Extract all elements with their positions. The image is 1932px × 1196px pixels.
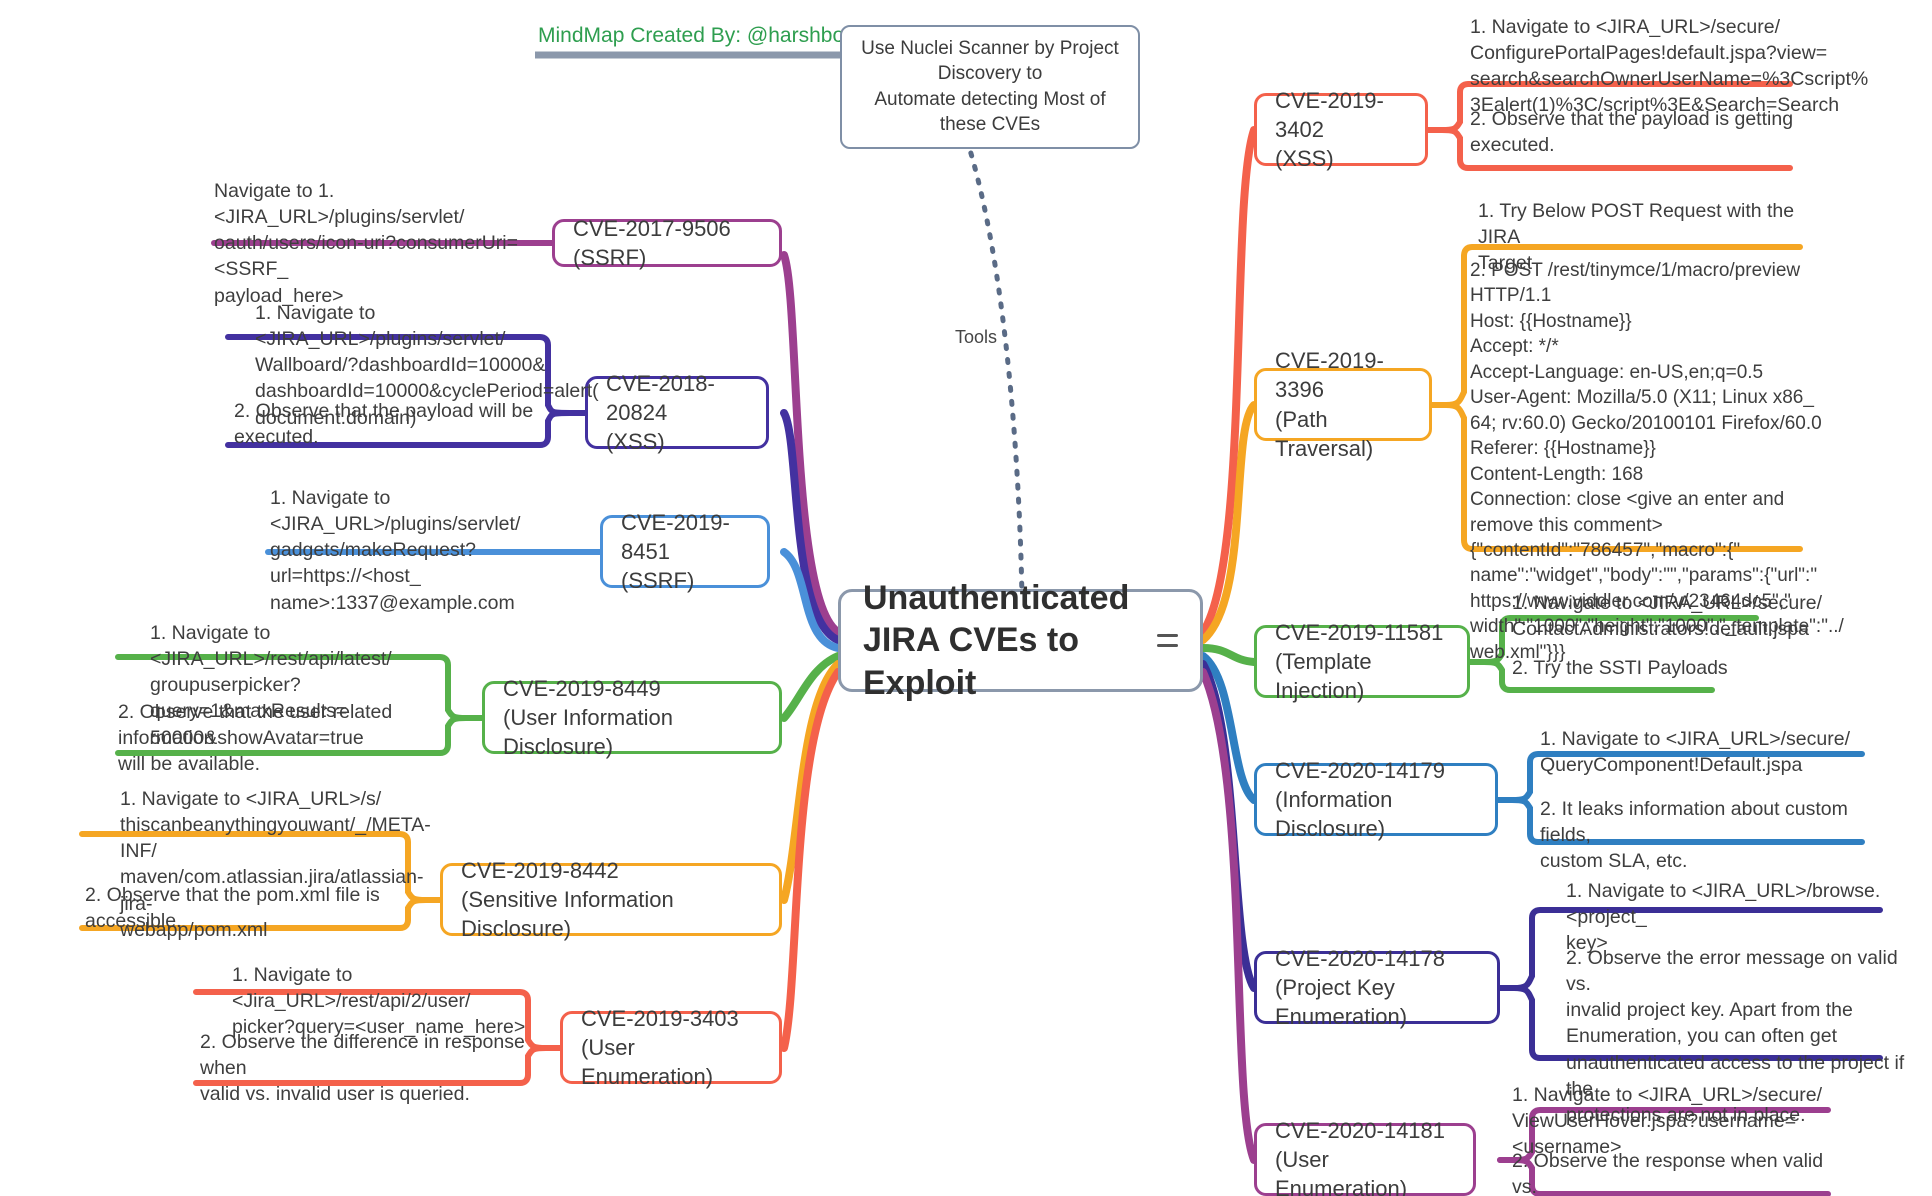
detail-cve-2020-14181-1: 1. Navigate to <JIRA_URL>/secure/ ViewUs… bbox=[1512, 1084, 1822, 1159]
node-cve-2017-9506[interactable]: CVE-2017-9506 (SSRF) bbox=[552, 216, 782, 270]
node-title: CVE-2019-3402 (XSS) bbox=[1275, 87, 1384, 172]
detail-cve-2019-3403-1: 1. Navigate to <Jira_URL>/rest/api/2/use… bbox=[232, 964, 526, 1039]
detail-cve-2019-11581-1: 1. Navigate to <JIRA_URL>/secure/ Contac… bbox=[1512, 592, 1822, 641]
detail-cve-2019-3402-2: 2. Observe that the payload is getting e… bbox=[1470, 108, 1794, 157]
detail-cve-2018-20824-1: 1. Navigate to <JIRA_URL>/plugins/servle… bbox=[255, 302, 599, 429]
node-cve-2019-3403[interactable]: CVE-2019-3403 (User Enumeration) bbox=[560, 1006, 782, 1089]
detail-cve-2019-3396-1: 1. Try Below POST Request with the JIRA … bbox=[1478, 200, 1795, 275]
detail-cve-2019-3403-2: 2. Observe the difference in response wh… bbox=[200, 1031, 525, 1106]
detail-cve-2020-14178-1: 1. Navigate to <JIRA_URL>/browse.<projec… bbox=[1566, 880, 1881, 955]
node-title: CVE-2020-14178 (Project Key Enumeration) bbox=[1275, 945, 1446, 1030]
detail-cve-2019-8451-1: 1. Navigate to <JIRA_URL>/plugins/servle… bbox=[270, 487, 521, 614]
node-cve-2018-20824[interactable]: CVE-2018-20824 (XSS) bbox=[585, 371, 769, 454]
tools-note-box: Use Nuclei Scanner by Project Discovery … bbox=[840, 25, 1140, 149]
node-cve-2019-8442[interactable]: CVE-2019-8442 (Sensitive Information Dis… bbox=[440, 858, 782, 941]
detail-cve-2020-14178-2: 2. Observe the error message on valid vs… bbox=[1566, 947, 1905, 1126]
detail-cve-2017-9506-1: Navigate to 1. <JIRA_URL>/plugins/servle… bbox=[214, 180, 519, 307]
root-node[interactable]: Unauthenticated JIRA CVEs to Exploit bbox=[838, 579, 1203, 702]
root-node-title: Unauthenticated JIRA CVEs to Exploit bbox=[863, 578, 1130, 702]
node-title: CVE-2019-8451 (SSRF) bbox=[621, 509, 730, 594]
node-cve-2019-3402[interactable]: CVE-2019-3402 (XSS) bbox=[1254, 88, 1428, 171]
detail-cve-2020-14179-1: 1. Navigate to <JIRA_URL>/secure/ QueryC… bbox=[1540, 728, 1850, 777]
node-title: CVE-2019-8442 (Sensitive Information Dis… bbox=[461, 857, 674, 942]
node-title: CVE-2019-8449 (User Information Disclosu… bbox=[503, 675, 673, 760]
tools-label: Tools bbox=[955, 327, 998, 347]
node-cve-2020-14181[interactable]: CVE-2020-14181 (User Enumeration) bbox=[1254, 1118, 1476, 1196]
node-cve-2019-8451[interactable]: CVE-2019-8451 (SSRF) bbox=[600, 510, 770, 593]
node-title: CVE-2019-3396 (Path Traversal) bbox=[1275, 348, 1384, 461]
detail-cve-2018-20824-2: 2. Observe that the payload will be exec… bbox=[234, 400, 534, 449]
node-title: CVE-2017-9506 (SSRF) bbox=[573, 215, 731, 270]
detail-cve-2019-8442-2: 2. Observe that the pom.xml file is acce… bbox=[85, 884, 380, 933]
node-title: CVE-2019-11581 (Template Injection) bbox=[1275, 619, 1444, 704]
node-cve-2020-14178[interactable]: CVE-2020-14178 (Project Key Enumeration) bbox=[1254, 946, 1500, 1029]
node-title: CVE-2018-20824 (XSS) bbox=[606, 370, 715, 455]
node-cve-2019-3396[interactable]: CVE-2019-3396 (Path Traversal) bbox=[1254, 348, 1432, 461]
detail-cve-2020-14179-2: 2. It leaks information about custom fie… bbox=[1540, 798, 1848, 873]
mindmap-credit: MindMap Created By: @harshbothra_ bbox=[538, 24, 892, 47]
node-title: CVE-2020-14179 (Information Disclosure) bbox=[1275, 757, 1446, 842]
hamburger-icon[interactable] bbox=[1156, 634, 1178, 647]
node-cve-2019-8449[interactable]: CVE-2019-8449 (User Information Disclosu… bbox=[482, 676, 782, 759]
tools-dotted-link bbox=[949, 97, 1025, 603]
node-title: CVE-2020-14181 (User Enumeration) bbox=[1275, 1117, 1446, 1196]
detail-cve-2019-11581-2: 2. Try the SSTI Payloads bbox=[1512, 657, 1728, 679]
detail-cve-2019-8449-2: 2. Observe that the user related informa… bbox=[118, 701, 393, 776]
node-title: CVE-2019-3403 (User Enumeration) bbox=[581, 1005, 739, 1090]
detail-cve-2019-3396-2: 2. POST /rest/tinymce/1/macro/preview HT… bbox=[1470, 260, 1844, 663]
detail-cve-2019-8449-1: 1. Navigate to <JIRA_URL>/rest/api/lates… bbox=[150, 622, 392, 749]
detail-cve-2020-14181-2: 2. Observe the response when valid vs. i… bbox=[1512, 1150, 1824, 1196]
node-cve-2019-11581[interactable]: CVE-2019-11581 (Template Injection) bbox=[1254, 620, 1470, 703]
node-cve-2020-14179[interactable]: CVE-2020-14179 (Information Disclosure) bbox=[1254, 758, 1498, 841]
detail-cve-2019-8442-1: 1. Navigate to <JIRA_URL>/s/ thiscanbean… bbox=[120, 788, 431, 941]
detail-cve-2019-3402-1: 1. Navigate to <JIRA_URL>/secure/ Config… bbox=[1470, 16, 1869, 117]
